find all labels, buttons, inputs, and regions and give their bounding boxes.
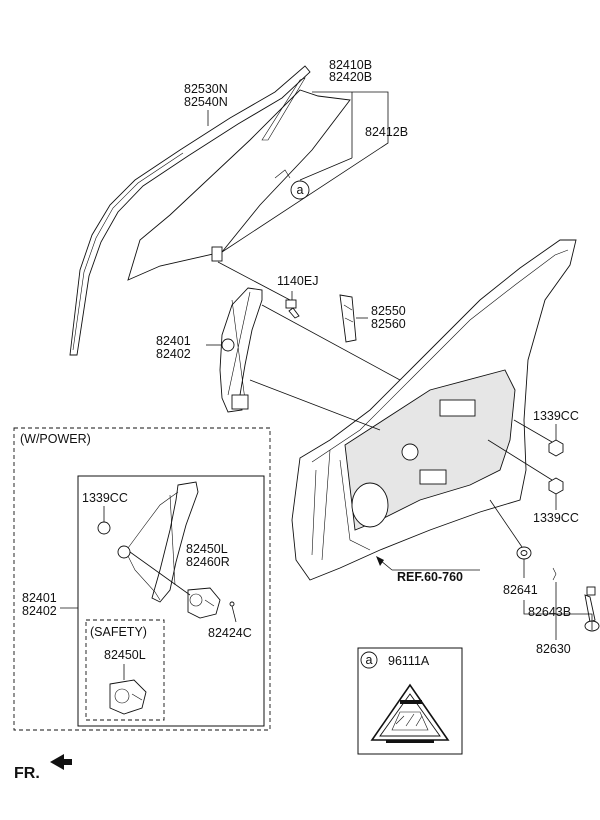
glass-run-channel — [69, 65, 311, 356]
label-screw: 82424C — [208, 626, 252, 640]
label-regulator-1: 82401 — [156, 334, 191, 348]
part-labels: 82530N 82540N 82410B 82420B 82412B 1140E… — [14, 58, 579, 782]
plug-upper — [548, 439, 564, 457]
label-motor-1: 82450L — [186, 542, 228, 556]
plug-lower — [548, 477, 564, 495]
label-glass-1: 82410B — [329, 58, 372, 72]
label-glass-run-1: 82530N — [184, 82, 228, 96]
label-ref: REF.60-760 — [397, 570, 463, 584]
svg-text:a: a — [297, 183, 304, 197]
label-channel-2: 82560 — [371, 317, 406, 331]
label-grommet: 82641 — [503, 583, 538, 597]
grommet-part — [516, 546, 532, 560]
label-glass-run-2: 82540N — [184, 95, 228, 109]
label-cable-group: 82630 — [536, 642, 571, 656]
label-bolt: 1140EJ — [277, 274, 318, 288]
label-plug-lower: 1339CC — [533, 511, 579, 525]
label-regulator-2: 82402 — [156, 347, 191, 361]
svg-text:a: a — [366, 653, 373, 667]
power-group — [13, 427, 271, 731]
label-plug-upper: 1339CC — [533, 409, 579, 423]
label-safety-group: (SAFETY) — [90, 625, 147, 639]
label-power-regulator-2: 82402 — [22, 604, 57, 618]
callout-a: a — [290, 180, 310, 200]
label-glass-sub: 82412B — [365, 125, 408, 139]
bolt-part — [285, 299, 300, 319]
label-power-regulator-1: 82401 — [22, 591, 57, 605]
door-panel — [291, 239, 577, 581]
front-arrow-icon — [50, 754, 72, 770]
label-power-plug: 1339CC — [82, 491, 128, 505]
label-power-group: (W/POWER) — [20, 432, 91, 446]
label-safety-motor: 82450L — [104, 648, 146, 662]
leader-lines — [206, 91, 593, 640]
door-glass — [127, 77, 351, 281]
label-glass-2: 82420B — [329, 70, 372, 84]
caution-label-box: a — [357, 647, 463, 755]
label-caution-part: 96111A — [388, 654, 430, 668]
label-motor-2: 82460R — [186, 555, 230, 569]
label-channel-1: 82550 — [371, 304, 406, 318]
label-front: FR. — [14, 765, 40, 782]
run-channel-part — [339, 294, 357, 343]
label-cable: 82643B — [528, 605, 571, 619]
window-regulator — [219, 287, 263, 413]
